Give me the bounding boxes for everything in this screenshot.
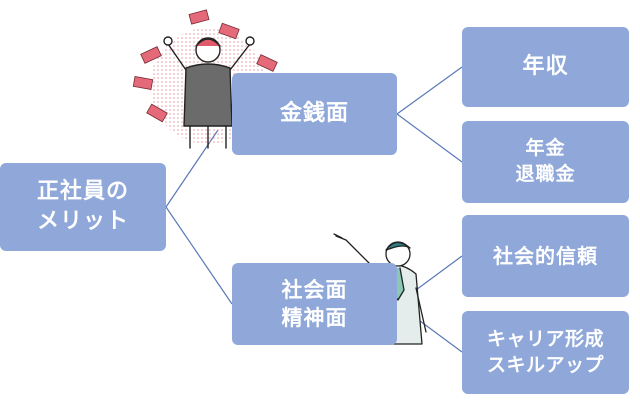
branch-node-money: 金銭面 (232, 73, 397, 155)
leaf-node-social-trust-label: 社会的信頼 (493, 243, 598, 268)
leaf-node-pension-line-1: 年金 (525, 137, 566, 160)
leaf-node-social-trust: 社会的信頼 (462, 215, 629, 297)
hair (385, 241, 411, 251)
connector-money-to-income (396, 66, 463, 115)
leaf-node-pension: 年金 退職金 (462, 121, 629, 203)
root-node-line-1: 正社員の (36, 179, 129, 205)
leaf-node-pension-line-2: 退職金 (515, 163, 576, 185)
branch-node-money-label: 金銭面 (279, 101, 349, 127)
branch-node-social-line-2: 精神面 (281, 306, 348, 330)
leaf-node-income-label: 年収 (522, 54, 569, 80)
leaf-node-career-line-2: スキルアップ (486, 353, 604, 376)
leaf-node-income: 年収 (462, 27, 629, 107)
branch-node-social: 社会面 精神面 (232, 263, 397, 345)
raised-right-arm (229, 43, 251, 71)
raised-left-arm (167, 43, 187, 71)
connector-money-to-pension (396, 113, 463, 163)
hair (195, 38, 221, 47)
sweater (183, 63, 233, 127)
root-node: 正社員の メリット (0, 163, 166, 251)
root-node-line-2: メリット (36, 209, 129, 234)
leaf-node-career-line-1: キャリア形成 (486, 327, 604, 350)
connector-root-to-social (165, 206, 233, 305)
branch-node-social-line-1: 社会面 (281, 277, 348, 302)
leaf-node-career: キャリア形成 スキルアップ (462, 311, 629, 394)
